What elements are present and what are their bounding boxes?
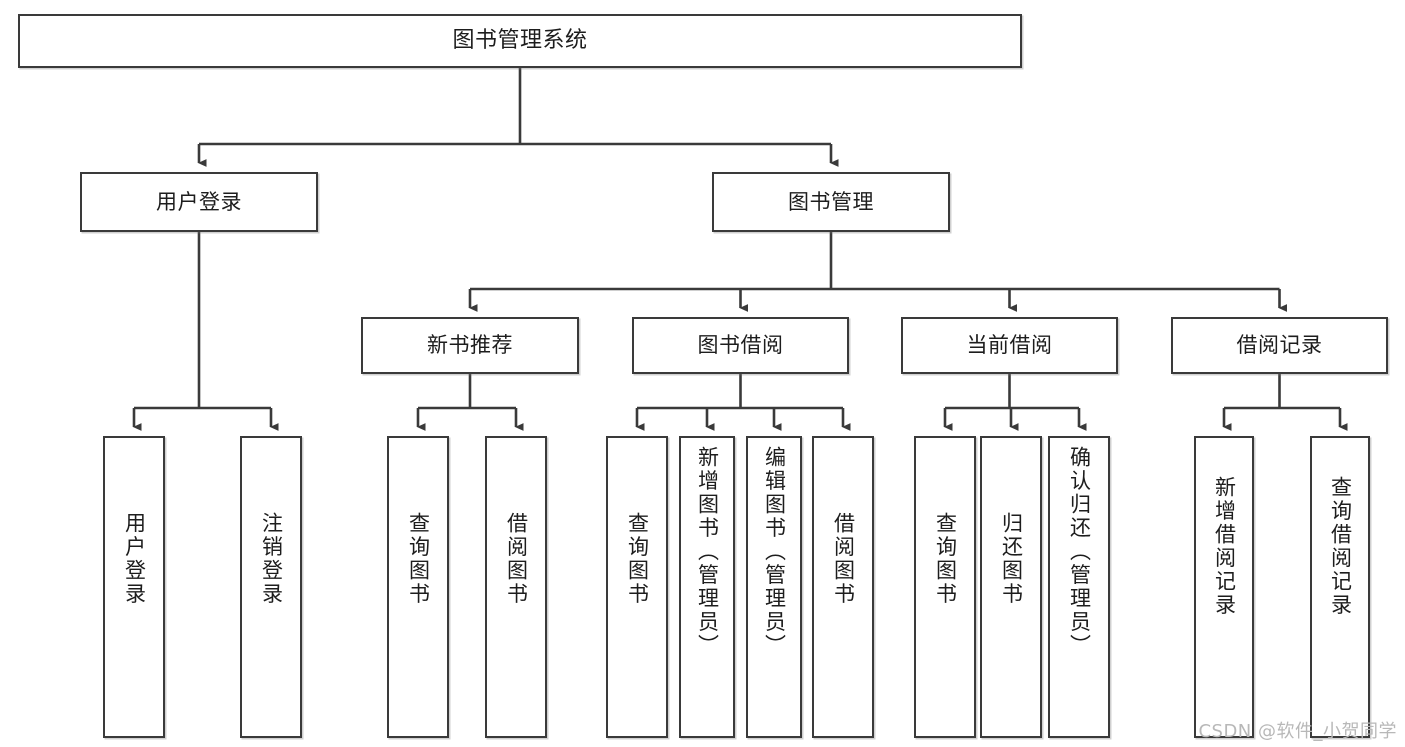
node-leaf-user-logout[interactable]: 注销登录: [240, 436, 302, 738]
node-current-borrow[interactable]: 当前借阅: [901, 317, 1118, 374]
node-label: 借阅图书: [831, 512, 856, 606]
node-label: 借阅图书: [504, 512, 529, 606]
node-label: 确认归还（管理员）: [1067, 446, 1092, 658]
node-label: 新书推荐: [427, 333, 513, 358]
node-label: 图书管理系统: [452, 28, 588, 54]
watermark-text: CSDN @软件_小贺同学: [1198, 721, 1397, 742]
node-borrow-record[interactable]: 借阅记录: [1171, 317, 1388, 374]
node-leaf-current-return[interactable]: 归还图书: [980, 436, 1042, 738]
node-leaf-borrow-query[interactable]: 查询图书: [606, 436, 668, 738]
node-leaf-borrow-edit[interactable]: 编辑图书（管理员）: [746, 436, 802, 738]
node-user-login[interactable]: 用户登录: [80, 172, 318, 232]
node-label: 查询图书: [625, 512, 650, 606]
node-label: 借阅记录: [1236, 333, 1323, 358]
node-label: 图书借阅: [697, 333, 784, 358]
node-label: 当前借阅: [966, 333, 1053, 358]
node-leaf-newbook-borrow[interactable]: 借阅图书: [485, 436, 547, 738]
node-leaf-current-confirm[interactable]: 确认归还（管理员）: [1048, 436, 1110, 738]
node-leaf-record-query[interactable]: 查询借阅记录: [1310, 436, 1370, 738]
node-leaf-user-login[interactable]: 用户登录: [103, 436, 165, 738]
node-label: 查询借阅记录: [1328, 476, 1353, 617]
node-book-borrow[interactable]: 图书借阅: [632, 317, 849, 374]
node-label: 用户登录: [122, 512, 147, 606]
node-label: 用户登录: [156, 189, 242, 214]
node-leaf-current-query[interactable]: 查询图书: [914, 436, 976, 738]
node-leaf-borrow-book[interactable]: 借阅图书: [812, 436, 874, 738]
node-label: 查询图书: [406, 512, 431, 606]
node-label: 编辑图书（管理员）: [762, 446, 787, 658]
node-label: 新增借阅记录: [1212, 476, 1237, 617]
node-label: 图书管理: [788, 189, 874, 214]
node-leaf-borrow-add[interactable]: 新增图书（管理员）: [679, 436, 735, 738]
node-leaf-record-add[interactable]: 新增借阅记录: [1194, 436, 1254, 738]
node-new-book-recommend[interactable]: 新书推荐: [361, 317, 579, 374]
node-leaf-newbook-query[interactable]: 查询图书: [387, 436, 449, 738]
node-label: 查询图书: [933, 512, 958, 606]
node-book-management[interactable]: 图书管理: [712, 172, 950, 232]
node-root[interactable]: 图书管理系统: [18, 14, 1022, 68]
node-label: 新增图书（管理员）: [695, 446, 720, 658]
node-label: 归还图书: [999, 512, 1024, 606]
node-label: 注销登录: [259, 512, 284, 606]
